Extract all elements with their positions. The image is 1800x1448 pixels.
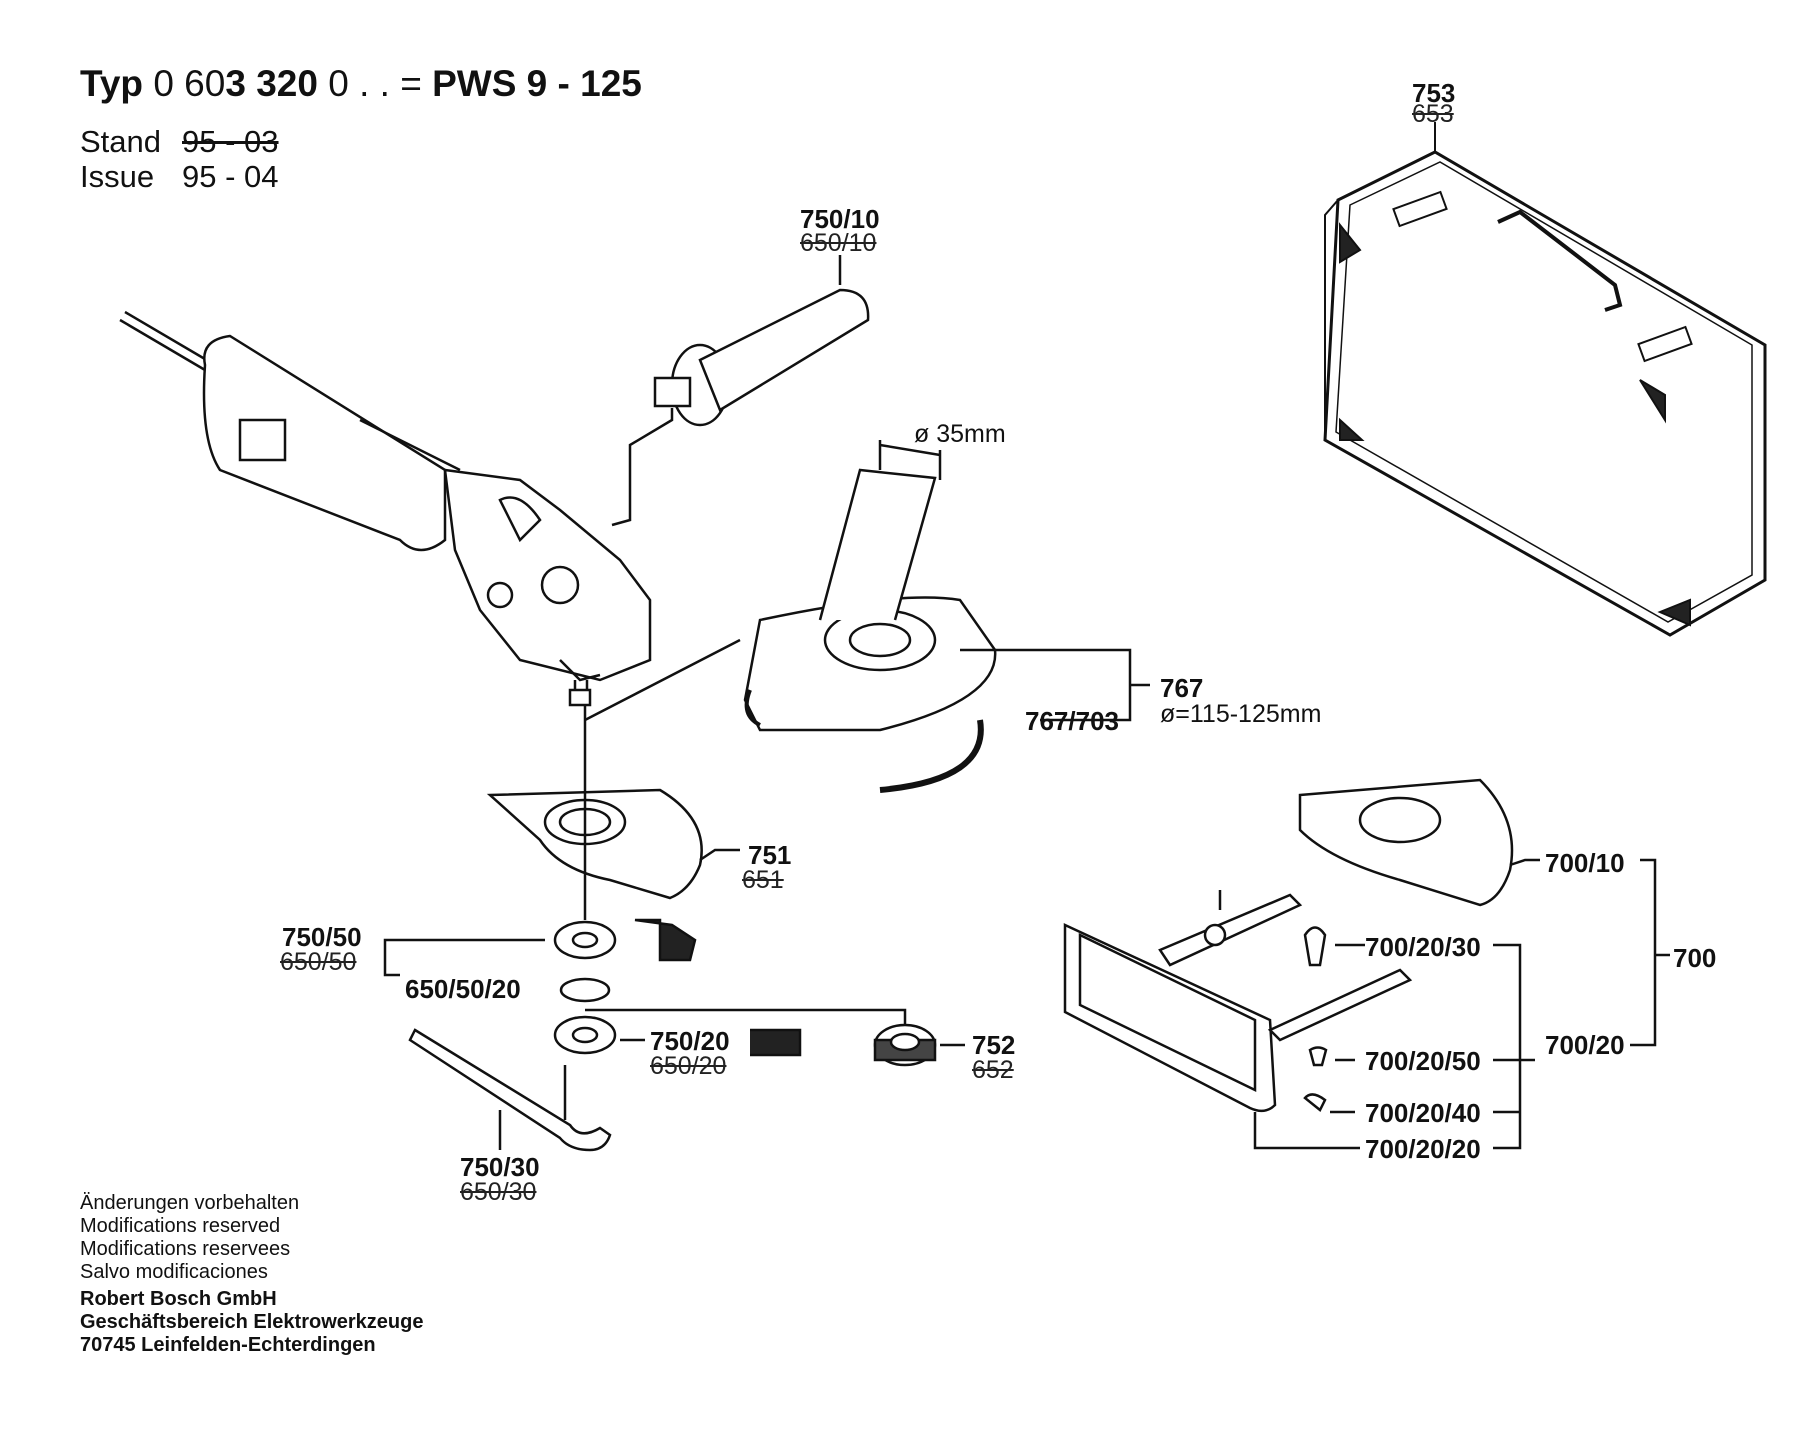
- callout-700-20-20: 700/20/20: [1365, 1134, 1481, 1164]
- part-number-bold: 3 320: [225, 63, 318, 104]
- callout-750-30: 750/30: [460, 1152, 540, 1182]
- footer-notes: Änderungen vorbehalten Modifications res…: [80, 1192, 423, 1357]
- callout-650-50-20: 650/50/20: [405, 974, 521, 1004]
- callout-767-703: 767/703: [1025, 706, 1119, 736]
- callout-700-20: 700/20: [1545, 1030, 1625, 1060]
- callout-767-diameter: ø=115-125mm: [1160, 700, 1322, 728]
- carrying-case: [1323, 122, 1767, 637]
- footer-line-de: Änderungen vorbehalten: [80, 1192, 300, 1214]
- callout-750-20: 750/20: [650, 1026, 730, 1056]
- callout-753: 753: [1412, 78, 1456, 108]
- footer-line-en: Modifications reserved: [80, 1215, 281, 1237]
- auxiliary-handle: [611, 255, 870, 527]
- angle-grinder: [119, 310, 652, 707]
- callout-750-10: 750/10: [800, 204, 880, 234]
- part-number-prefix: 0 60: [153, 63, 226, 104]
- quick-clamp-nut: [873, 1023, 965, 1067]
- protection-guard: [486, 638, 741, 920]
- callout-752: 752: [972, 1030, 1016, 1060]
- model-name: PWS 9 - 125: [432, 63, 642, 104]
- company-name: Robert Bosch GmbH: [80, 1288, 277, 1310]
- dust-extraction-guard: [743, 440, 1150, 793]
- callout-650-30-old: 650/30: [460, 1178, 537, 1206]
- callout-650-20-old: 650/20: [650, 1052, 727, 1080]
- stand-value: 95 - 03: [182, 124, 279, 159]
- callout-767: 767: [1160, 673, 1204, 703]
- callout-653-old: 653: [1412, 100, 1454, 128]
- callout-700-20-40: 700/20/40: [1365, 1098, 1481, 1128]
- cutting-guide: [1063, 778, 1670, 1150]
- callout-650-50-old: 650/50: [280, 948, 357, 976]
- part-number-suffix: 0 . . =: [328, 63, 422, 104]
- stand-label: Stand: [80, 124, 162, 159]
- footer-line-es: Salvo modificaciones: [80, 1261, 268, 1283]
- issue-value: 95 - 04: [182, 159, 279, 194]
- callout-700-20-30: 700/20/30: [1365, 932, 1481, 962]
- footer-line-fr: Modifications reservees: [80, 1238, 291, 1260]
- issue-row: Issue 95 - 04: [80, 159, 279, 195]
- pin-spanner: [408, 1028, 612, 1152]
- callout-650-10-old: 650/10: [800, 229, 877, 257]
- callout-700-10: 700/10: [1545, 848, 1625, 878]
- diameter-35-note: ø 35mm: [914, 420, 1006, 448]
- callout-651-old: 651: [742, 866, 784, 894]
- stand-row: Stand 95 - 03: [80, 124, 279, 160]
- callout-751: 751: [748, 840, 792, 870]
- company-address: 70745 Leinfelden-Echterdingen: [80, 1334, 376, 1356]
- callout-652-old: 652: [972, 1056, 1014, 1084]
- flange-assembly: [383, 918, 907, 1057]
- callout-700: 700: [1673, 943, 1717, 973]
- callout-750-50: 750/50: [282, 922, 362, 952]
- callout-700-20-50: 700/20/50: [1365, 1046, 1481, 1076]
- company-division: Geschäftsbereich Elektrowerkzeuge: [80, 1311, 424, 1333]
- issue-label: Issue: [80, 159, 155, 194]
- typ-label: Typ: [80, 63, 144, 104]
- page-title: Typ 0 603 320 0 . . = PWS 9 - 125: [80, 62, 642, 106]
